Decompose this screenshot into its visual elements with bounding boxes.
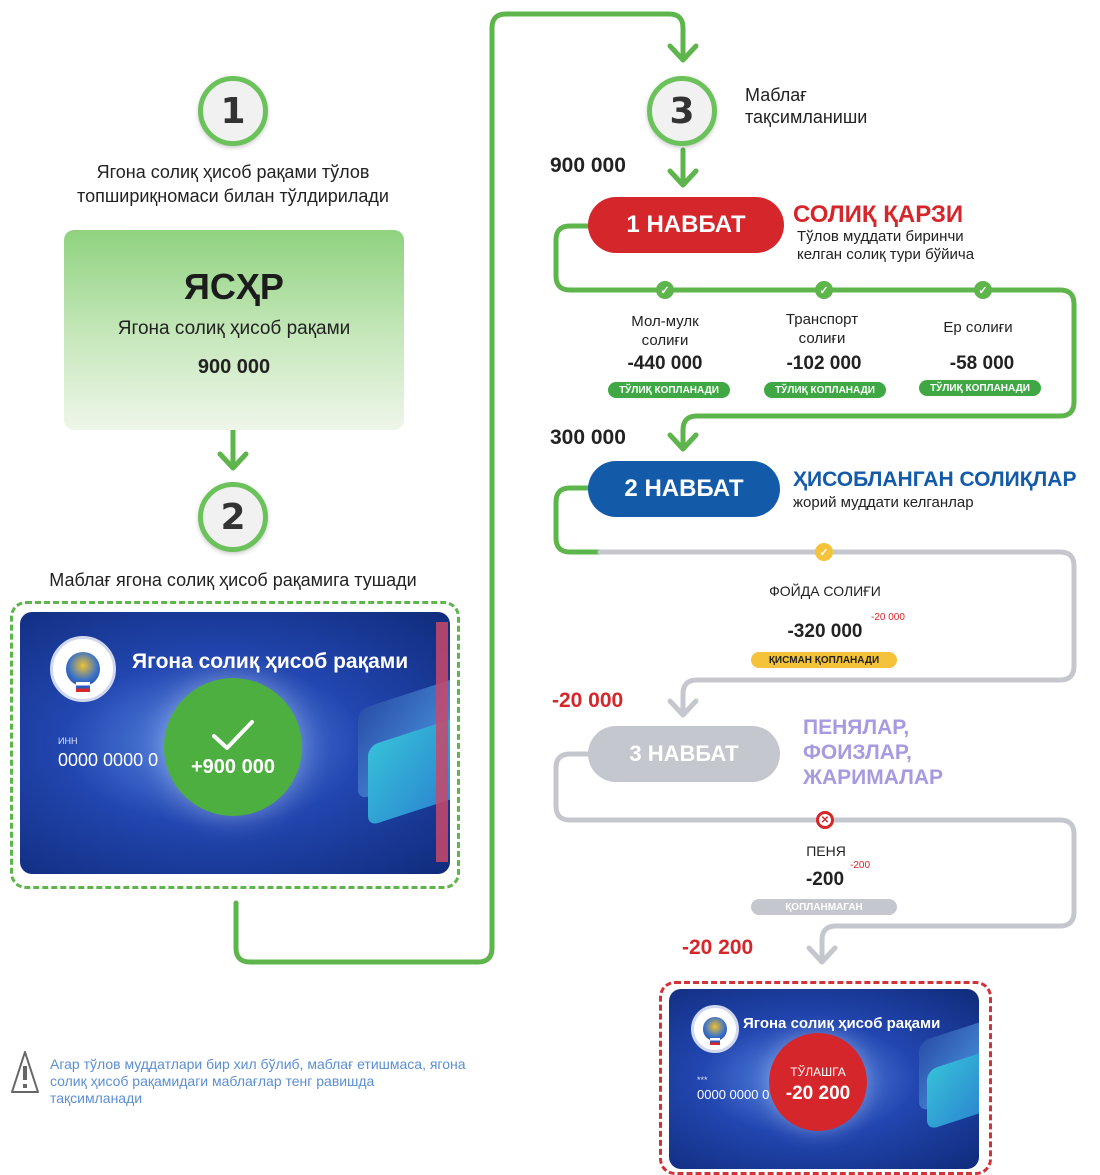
- tax-transport-value: -102 000: [786, 353, 862, 374]
- card-edge-stripe: [436, 622, 448, 862]
- tax-property-label-line2: солиғи: [641, 332, 689, 349]
- warning-line1: Агар тўлов муддатлари бир хил бўлиб, маб…: [50, 1056, 466, 1072]
- tax-property-status: ТЎЛИҚ КОПЛАНАДИ: [608, 382, 730, 398]
- tax-land-value: -58 000: [949, 353, 1015, 374]
- queue-3-heading: ПЕНЯЛАР, ФОИЗЛАР, ЖАРИМАЛАР: [803, 715, 943, 790]
- account-full-name: Ягона солиқ ҳисоб рақами: [117, 318, 351, 339]
- queue-3-pill: 3 НАВБАТ: [588, 726, 780, 782]
- queue-3-heading-line3: ЖАРИМАЛАР: [803, 766, 944, 789]
- partial-dot-profit: ✓: [815, 543, 833, 561]
- arrow-head-step2: [217, 451, 249, 471]
- flow-line-card-to-step3: [233, 11, 686, 965]
- flow-line-queue2-left: [553, 485, 603, 555]
- tax-profit-status: ҚИСМАН ҚОПЛАНАДИ: [751, 652, 897, 668]
- debt-card-title: Ягона солиқ ҳисоб рақами: [743, 1015, 941, 1032]
- tax-profit-label: ФОЙДА СОЛИҒИ: [769, 583, 881, 599]
- step-1-text-line2: топшириқномаси билан тўлдирилади: [77, 186, 389, 206]
- arrow-head-final: [806, 945, 838, 965]
- final-amount: -20 200: [682, 936, 754, 959]
- queue-2-note: жорий муддати келганлар: [793, 494, 974, 511]
- queue-1-note: Тўлов муддати биринчи келган солиқ тури …: [797, 228, 974, 264]
- step-1-circle: 1: [198, 76, 268, 146]
- flow-line-queue1-to-queue2: [553, 223, 1077, 450]
- tax-transport-label-line1: Транспорт: [785, 311, 859, 328]
- step-3-circle: 3: [647, 76, 717, 146]
- tax-property-label-line1: Мол-мулк: [631, 313, 699, 330]
- amount-after-queue-2: -20 000: [552, 689, 624, 712]
- debt-tax-emblem-icon: [691, 1005, 739, 1053]
- queue-2-heading: ҲИСОБЛАНГАН СОЛИҚЛАР: [793, 468, 1077, 491]
- step-1-number: 1: [220, 90, 246, 132]
- card-number: 0000 0000 0: [58, 750, 159, 770]
- check-dot-property: ✓: [656, 281, 674, 299]
- tax-profit-value: -320 000: [787, 621, 863, 642]
- queue-3-heading-line1: ПЕНЯЛАР,: [803, 716, 910, 739]
- amount-after-queue-1: 300 000: [550, 426, 626, 449]
- debt-due-label: ТЎЛАШГА: [790, 1065, 846, 1079]
- account-amount: 900 000: [197, 356, 271, 378]
- credit-circle: +900 000: [164, 678, 302, 816]
- tax-penalty-label: ПЕНЯ: [806, 843, 846, 859]
- debt-circle: ТЎЛАШГА -20 200: [769, 1033, 867, 1131]
- tax-property-value: -440 000: [627, 353, 703, 374]
- arrow-head-queue2: [667, 432, 699, 452]
- incoming-amount: 900 000: [550, 154, 626, 177]
- cross-dot-penalty: ✕: [816, 811, 834, 829]
- flow-line-queue2-to-queue3: [597, 549, 1077, 716]
- single-tax-account-box: ЯСҲР Ягона солиқ ҳисоб рақами 900 000: [64, 230, 404, 430]
- queue-2-pill: 2 НАВБАТ: [588, 461, 780, 517]
- warning-icon: [11, 1051, 39, 1093]
- step-3-number: 3: [669, 90, 695, 132]
- tax-profit-remainder: -20 000: [871, 612, 905, 623]
- checkmark-icon: [212, 720, 254, 750]
- tax-property-label: Мол-мулк солиғи: [600, 312, 730, 350]
- queue-3-heading-line2: ФОИЗЛАР,: [803, 741, 912, 764]
- step-3-label-line1: Маблағ: [745, 85, 807, 105]
- flow-line-queue3-to-card: [553, 751, 1077, 963]
- incoming-account-card: Ягона солиқ ҳисоб рақами ИНН 0000 0000 0…: [20, 612, 450, 874]
- tax-transport-status: ТЎЛИҚ КОПЛАНАДИ: [764, 382, 886, 398]
- queue-1-note-line1: Тўлов муддати биринчи: [797, 228, 964, 245]
- queue-1-heading: СОЛИҚ ҚАРЗИ: [793, 201, 964, 228]
- tax-emblem-icon: [50, 636, 116, 702]
- debt-due-amount: -20 200: [785, 1083, 851, 1104]
- arrow-head-step3: [667, 43, 699, 63]
- debt-card-number: 0000 0000 0: [697, 1087, 770, 1102]
- warning-line3: тақсимланади: [50, 1090, 143, 1106]
- card-title: Ягона солиқ ҳисоб рақами: [132, 650, 409, 673]
- queue-1-pill: 1 НАВБАТ: [588, 197, 784, 253]
- incoming-card-frame: [10, 601, 460, 889]
- tax-penalty-status: ҚОПЛАНМАГАН: [751, 899, 897, 915]
- warning-note: Агар тўлов муддатлари бир хил бўлиб, маб…: [50, 1056, 570, 1107]
- tax-transport-label: Транспорт солиғи: [757, 310, 887, 348]
- debt-account-card: Ягона солиқ ҳисоб рақами *** 0000 0000 0…: [669, 989, 979, 1169]
- check-dot-land: ✓: [974, 281, 992, 299]
- step-2-description: Маблағ ягона солиқ ҳисоб рақамига тушади: [49, 570, 417, 590]
- queue-1-note-line2: келган солиқ тури бўйича: [797, 246, 975, 263]
- debt-card-inn-label: ***: [697, 1075, 708, 1085]
- step-2-circle: 2: [198, 482, 268, 552]
- step-1-text-line1: Ягона солиқ ҳисоб рақами тўлов: [96, 162, 370, 182]
- arrow-head-queue3: [667, 698, 699, 718]
- account-abbreviation: ЯСҲР: [184, 266, 284, 307]
- credit-amount: +900 000: [191, 756, 275, 778]
- arrow-head-queue1: [667, 168, 699, 188]
- warning-line2: солиқ ҳисоб рақамидаги маблағлар тенг ра…: [50, 1073, 375, 1089]
- step-3-label-line2: тақсимланиши: [745, 107, 868, 127]
- tax-penalty-remainder: -200: [850, 860, 871, 871]
- tax-land-status: ТЎЛИҚ КОПЛАНАДИ: [919, 380, 1041, 396]
- card-inn-label: ИНН: [58, 736, 78, 746]
- tax-transport-label-line2: солиғи: [798, 330, 846, 347]
- step-1-description: Ягона солиқ ҳисоб рақами тўлов топшириқн…: [30, 160, 436, 208]
- step-3-label: Маблағ тақсимланиши: [745, 84, 867, 128]
- check-dot-transport: ✓: [815, 281, 833, 299]
- tax-penalty-value: -200: [805, 869, 845, 890]
- step-2-number: 2: [220, 496, 246, 538]
- tax-land-label: Ер солиғи: [943, 319, 1013, 336]
